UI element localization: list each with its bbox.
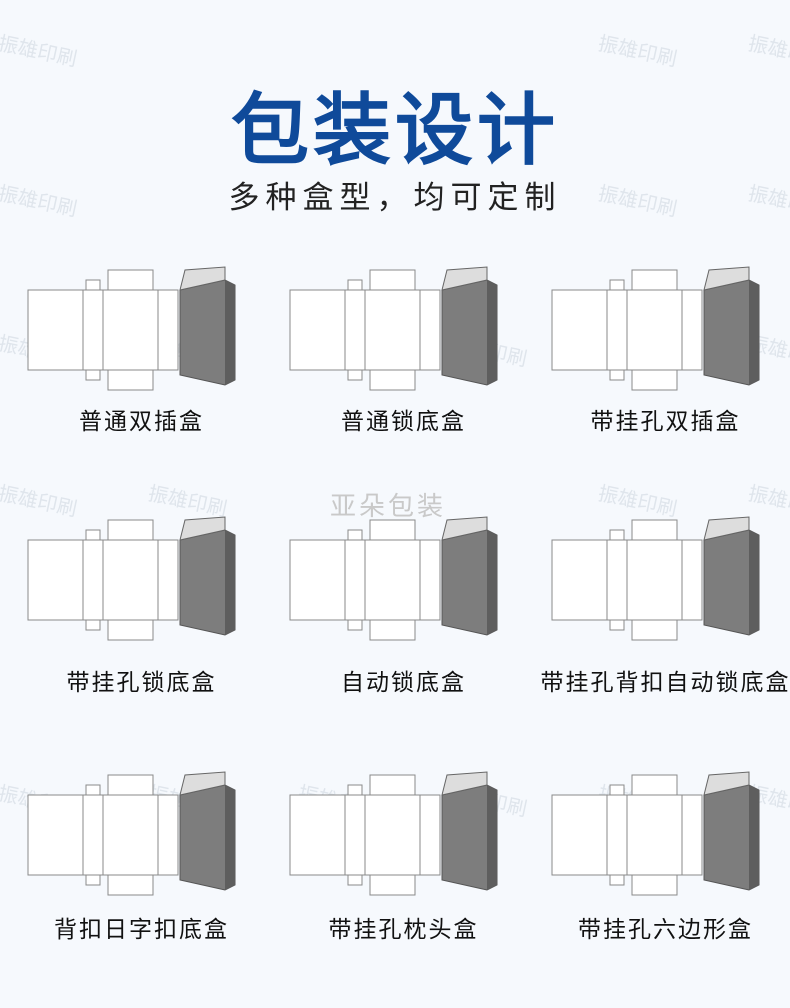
box-type-item: 带挂孔双插盒 xyxy=(534,255,790,495)
box-type-label: 带挂孔锁底盒 xyxy=(66,670,217,696)
watermark-text: 振雄印刷 xyxy=(0,30,80,72)
box-dieline-illustration xyxy=(27,266,236,391)
box-type-item: 普通锁底盒 xyxy=(272,255,535,495)
page-subtitle: 多种盒型，均可定制 xyxy=(228,180,562,216)
box-type-label: 普通锁底盒 xyxy=(341,409,466,435)
box-dieline-illustration xyxy=(551,266,760,391)
box-dieline-illustration xyxy=(551,771,760,896)
page-title: 包装设计 xyxy=(230,86,559,176)
box-type-label: 带挂孔六边形盒 xyxy=(578,917,753,943)
box-type-item: 背扣日字扣底盒 xyxy=(10,760,273,1000)
box-type-label: 自动锁底盒 xyxy=(341,670,466,696)
box-type-item: 带挂孔枕头盒 xyxy=(272,760,535,1000)
box-type-label: 普通双插盒 xyxy=(79,409,204,435)
box-type-item: 自动锁底盒 xyxy=(272,505,535,745)
box-dieline-illustration xyxy=(289,266,498,391)
box-type-label: 带挂孔双插盒 xyxy=(590,409,741,435)
watermark-text: 振雄印刷 xyxy=(596,30,680,72)
box-type-item: 带挂孔锁底盒 xyxy=(10,505,273,745)
box-type-item: 带挂孔背扣自动锁底盒 xyxy=(534,505,790,745)
watermark-text: 振雄印刷 xyxy=(746,30,790,72)
box-dieline-illustration xyxy=(551,516,760,641)
box-dieline-illustration xyxy=(27,516,236,641)
box-dieline-illustration xyxy=(27,771,236,896)
box-dieline-illustration xyxy=(289,516,498,641)
box-type-label: 带挂孔枕头盒 xyxy=(328,917,479,943)
box-dieline-illustration xyxy=(289,771,498,896)
box-type-label: 背扣日字扣底盒 xyxy=(54,917,229,943)
box-type-item: 带挂孔六边形盒 xyxy=(534,760,790,1000)
watermark-brand: 亚朵包装 xyxy=(330,492,447,522)
box-type-item: 普通双插盒 xyxy=(10,255,273,495)
box-type-label: 带挂孔背扣自动锁底盒 xyxy=(540,670,790,696)
